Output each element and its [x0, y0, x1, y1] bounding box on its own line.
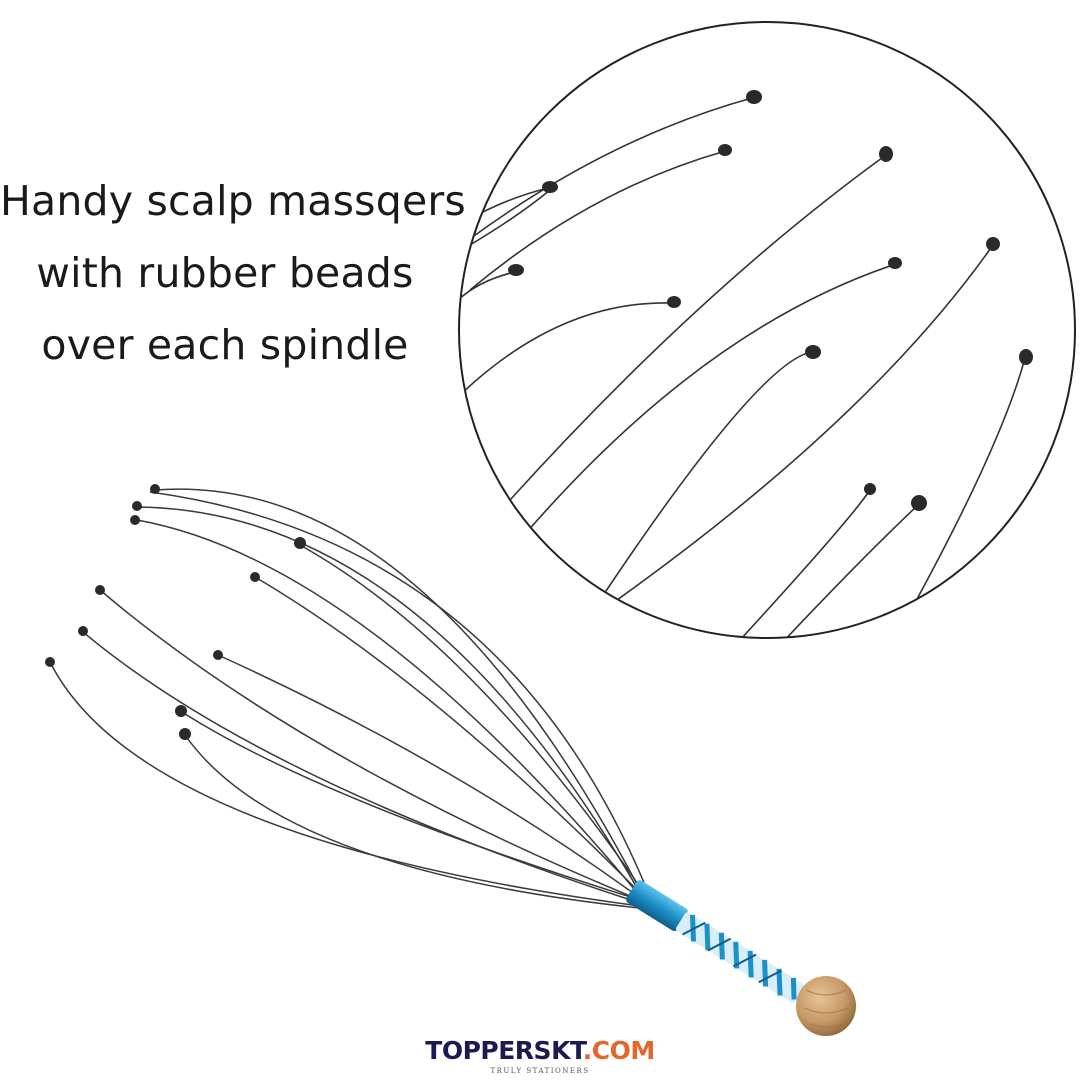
caption-line-1: Handy scalp massqers: [0, 177, 466, 225]
product-caption: Handy scalp massqers with rubber beads o…: [0, 165, 466, 381]
massager-wires: [49, 488, 646, 909]
brand-tagline: TRULY STATIONERS: [490, 1067, 590, 1075]
brand-logo: TOPPERSKT.COM: [400, 1036, 680, 1065]
massager-handle: [626, 880, 805, 1003]
brand-name-left: TOPPERSK: [425, 1036, 570, 1065]
scalp-massager: [45, 484, 856, 1036]
caption-line-2: with rubber beads: [36, 249, 414, 297]
caption-line-3: over each spindle: [41, 321, 409, 369]
brand-domain-suffix: .COM: [582, 1036, 655, 1065]
wooden-knob: [796, 976, 856, 1036]
rubber-beads: [45, 484, 306, 740]
zoom-detail-circle: [458, 21, 1076, 639]
brand-name-mid: T: [569, 1036, 583, 1065]
